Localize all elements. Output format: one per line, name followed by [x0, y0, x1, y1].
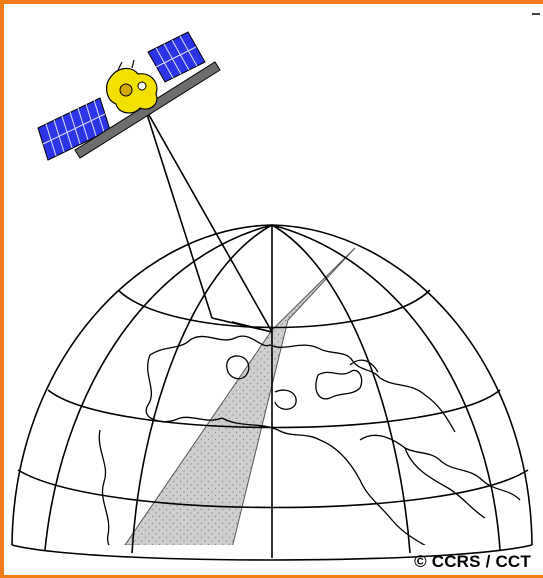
view-line-right	[145, 108, 272, 332]
latitude-line-2	[118, 290, 430, 328]
view-line-left	[145, 108, 212, 318]
meridian-right-1	[272, 225, 410, 553]
globe-hemisphere	[12, 225, 532, 560]
latitude-line-3	[18, 470, 528, 508]
copyright-credit: © CCRS / CCT	[414, 552, 531, 572]
solar-panel-left	[38, 98, 110, 160]
latitude-line-1	[48, 390, 500, 428]
satellite-body	[107, 60, 157, 113]
sensor-view-lines	[145, 108, 272, 332]
satellite-icon	[38, 32, 220, 160]
